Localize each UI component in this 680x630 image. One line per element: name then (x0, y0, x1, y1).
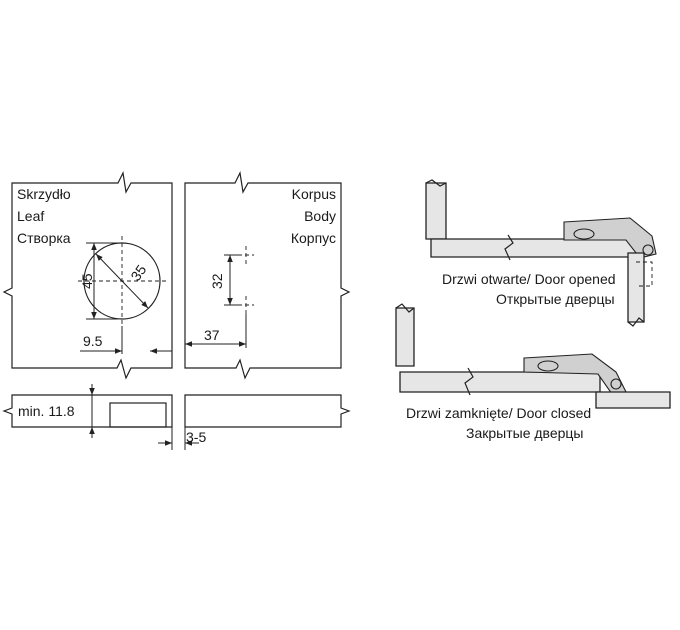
door-opened-label-ru: Открытые дверцы (496, 291, 615, 307)
dim-spacing32: 32 (209, 273, 225, 289)
body-label-en: Body (304, 208, 336, 224)
section-view (2, 384, 351, 450)
leaf-panel (2, 171, 173, 380)
body-label-pl: Korpus (292, 186, 336, 202)
dim-diameter: 35 (127, 262, 149, 284)
leaf-label-ru: Створка (17, 230, 71, 246)
door-closed-view (395, 303, 671, 409)
dim-offset9-5: 9.5 (83, 333, 103, 349)
leaf-label-pl: Skrzydło (17, 186, 71, 202)
cup-recess (109, 402, 167, 428)
body-label-ru: Корпус (291, 230, 336, 246)
dim-height45: 45 (79, 273, 95, 289)
body-panel (184, 171, 351, 380)
dim-min-thickness: min. 11.8 (18, 403, 75, 419)
door-opened-view (425, 179, 657, 327)
dim-offset37: 37 (204, 327, 220, 343)
door-closed-label-en: Drzwi zamknięte/ Door closed (406, 405, 591, 421)
door-closed-label-ru: Закрытые дверцы (466, 425, 583, 441)
door-opened-label-en: Drzwi otwarte/ Door opened (442, 271, 616, 287)
leaf-label-en: Leaf (17, 208, 44, 224)
dim-gap: 3-5 (186, 429, 206, 445)
